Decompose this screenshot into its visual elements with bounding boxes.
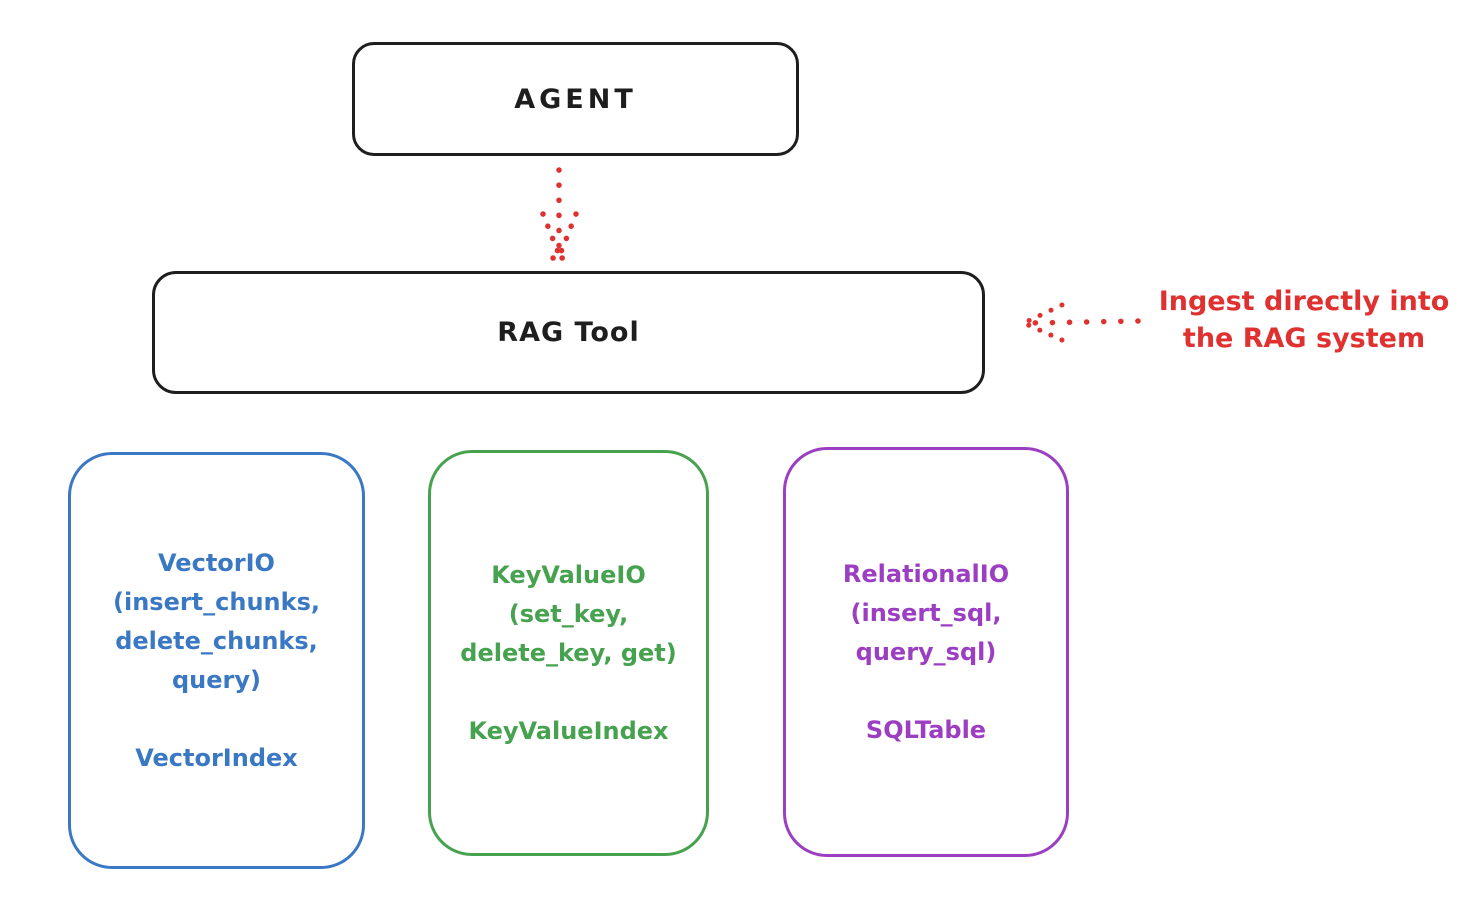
node-keyvalue-io-label: KeyValueIO (set_key, delete_key, get) [460,560,677,667]
node-relational-io: RelationalIO (insert_sql, query_sql) SQL… [783,447,1069,857]
arrow-annotation-to-rag-tool-icon [1023,302,1141,343]
node-keyvalue-index-label: KeyValueIndex [468,716,669,745]
node-rag-tool: RAG Tool [152,271,985,394]
annotation-ingest-note: Ingest directly into the RAG system [1158,286,1450,354]
node-agent-label: AGENT [514,83,637,115]
node-vector-index-label: VectorIndex [135,743,298,772]
node-rag-tool-label: RAG Tool [497,317,640,348]
arrow-agent-to-rag-tool-icon [540,167,579,261]
node-vector-io-label: VectorIO (insert_chunks, delete_chunks, … [113,548,320,694]
node-relational-io-label: RelationalIO (insert_sql, query_sql) [842,559,1010,666]
node-vector-io: VectorIO (insert_chunks, delete_chunks, … [68,452,365,869]
node-agent: AGENT [352,42,799,156]
node-sqltable-label: SQLTable [865,715,987,744]
node-keyvalue-io: KeyValueIO (set_key, delete_key, get) Ke… [428,450,709,856]
